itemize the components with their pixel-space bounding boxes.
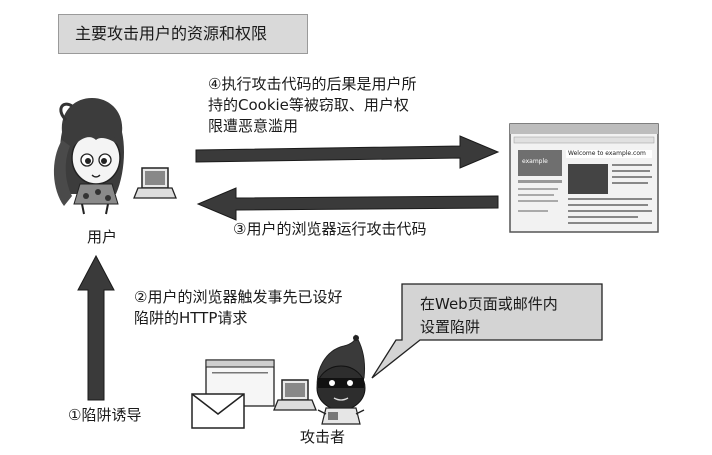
diagram-title: 主要攻击用户的资源和权限 (58, 14, 308, 54)
arrow-to-user (196, 187, 499, 221)
attacker-laptop-icon (273, 379, 317, 411)
website-heading: Welcome to example.com (568, 150, 646, 157)
step4-line2: 持的Cookie等被窃取、用户权 (208, 96, 409, 114)
step2-line1: ②用户的浏览器触发事先已设好 (134, 288, 343, 306)
website-logo: example (522, 158, 548, 165)
attacker-figure (316, 334, 366, 425)
user-figure (53, 98, 124, 215)
step1-text: ①陷阱诱导 (68, 406, 142, 424)
step2-line2: 陷阱的HTTP请求 (134, 309, 248, 327)
email-icon (191, 393, 245, 429)
step4-line1: ④执行攻击代码的后果是用户所 (208, 75, 417, 93)
bubble-line2: 设置陷阱 (420, 318, 481, 336)
bubble-line1: 在Web页面或邮件内 (420, 295, 558, 313)
user-label: 用户 (87, 228, 118, 246)
arrow-to-website (195, 135, 500, 169)
arrow-up-to-user (77, 254, 115, 401)
step3-text: ③用户的浏览器运行攻击代码 (233, 220, 427, 238)
speech-bubble (371, 283, 603, 379)
step4-text: ④执行攻击代码的后果是用户所 持的Cookie等被窃取、用户权 限遭恶意滥用 (208, 74, 416, 137)
website-screenshot (509, 123, 659, 233)
attacker-label: 攻击者 (300, 428, 346, 446)
step2-text: ②用户的浏览器触发事先已设好 陷阱的HTTP请求 (134, 287, 342, 329)
user-laptop-icon (133, 167, 177, 199)
step4-line3: 限遭恶意滥用 (208, 117, 299, 135)
bubble-text: 在Web页面或邮件内 设置陷阱 (420, 293, 558, 339)
